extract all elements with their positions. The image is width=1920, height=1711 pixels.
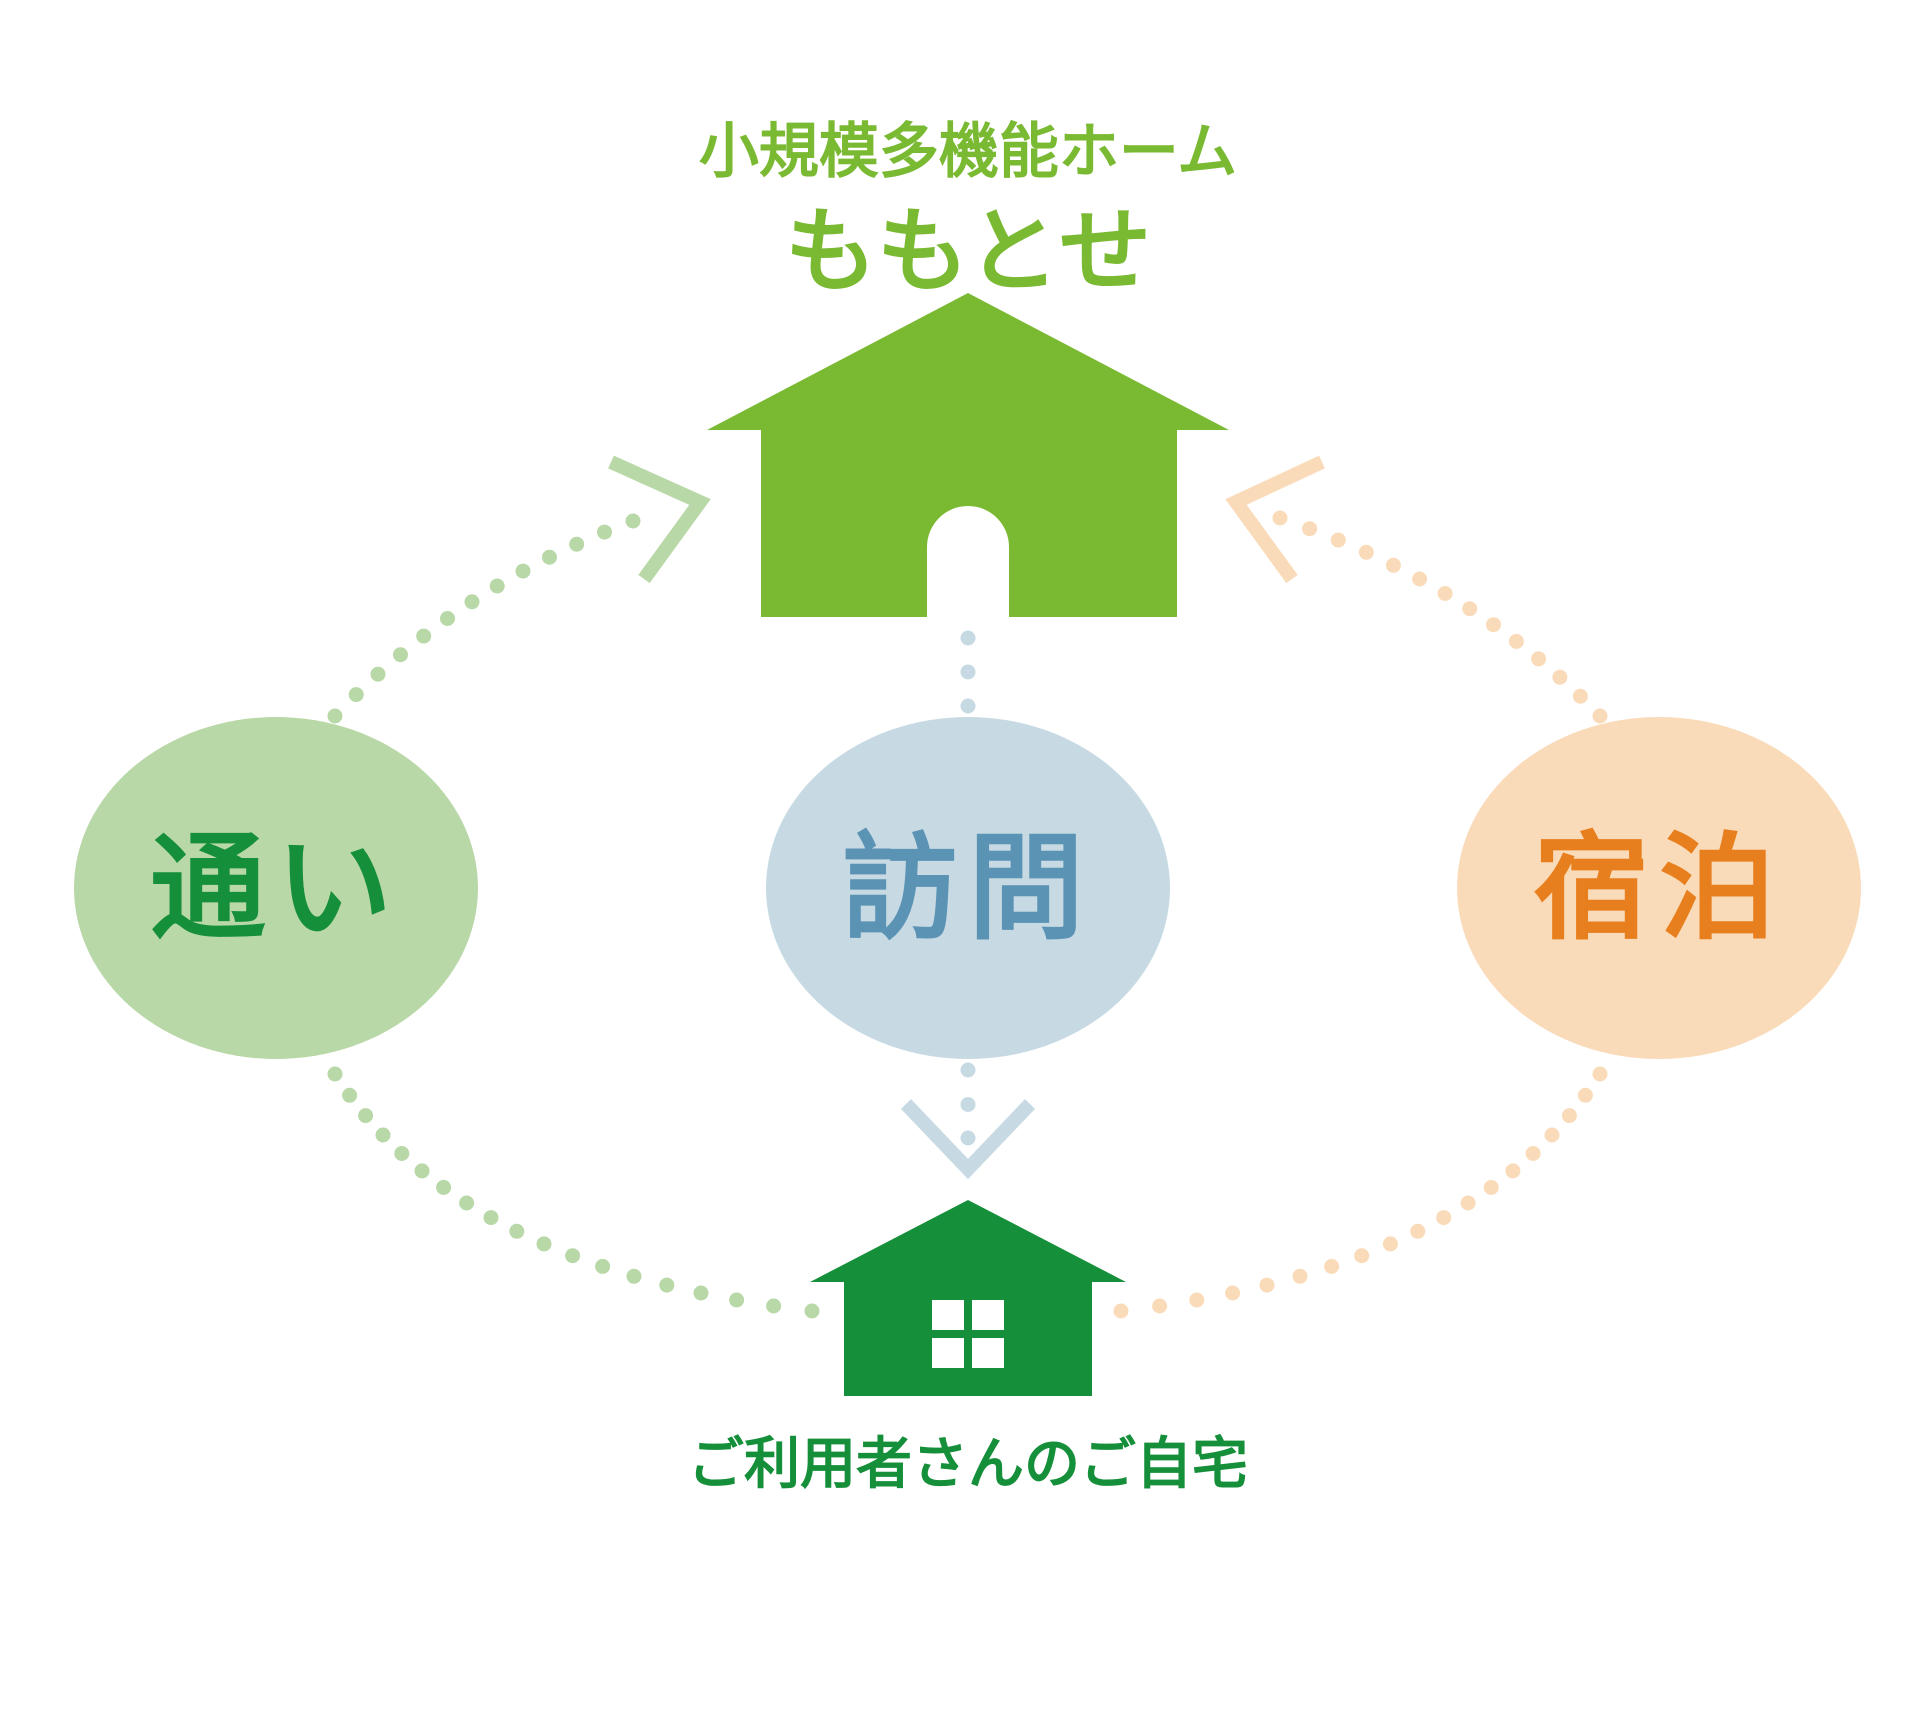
facility-house-icon xyxy=(707,293,1229,617)
arrow-down-to-home-icon xyxy=(900,1099,1036,1180)
connector-dot-houmon-up xyxy=(960,664,976,680)
connector-dot-shukuhaku-down xyxy=(1592,1066,1608,1082)
connector-dot-houmon-down xyxy=(960,1097,976,1112)
connector-dot-shukuhaku-up xyxy=(1412,571,1428,587)
facility-name: ももとせ xyxy=(785,198,1151,305)
connector-dot-shukuhaku-up xyxy=(1486,617,1501,633)
connector-dot-tsuui-down xyxy=(766,1298,782,1314)
connector-dot-tsuui-down xyxy=(729,1292,745,1308)
connector-dot-tsuui-up xyxy=(489,578,505,594)
connector-dot-shukuhaku-down xyxy=(1259,1277,1275,1293)
connector-dot-shukuhaku-down xyxy=(1410,1223,1426,1239)
service-tsuui: 通い xyxy=(74,717,478,1059)
connector-dot-tsuui-down xyxy=(804,1303,820,1319)
connector-dot-shukuhaku-down xyxy=(1324,1258,1340,1274)
connector-dot-shukuhaku-down xyxy=(1505,1163,1521,1179)
connector-dot-tsuui-up xyxy=(464,594,480,610)
connector-dot-houmon-up xyxy=(960,630,976,646)
connector-dot-shukuhaku-down xyxy=(1382,1236,1398,1252)
connector-dot-shukuhaku-down xyxy=(1436,1210,1452,1226)
connector-dot-shukuhaku-up xyxy=(1385,557,1401,573)
connector-dot-shukuhaku-up xyxy=(1531,651,1547,667)
connector-dot-shukuhaku-up xyxy=(1462,601,1478,617)
connector-dot-shukuhaku-up xyxy=(1592,708,1608,724)
connector-dot-tsuui-down xyxy=(483,1210,499,1226)
service-houmon: 訪問 xyxy=(766,717,1170,1059)
service-tsuui-label: 通い xyxy=(150,821,402,956)
connector-dot-tsuui-up xyxy=(370,666,386,682)
service-shukuhaku: 宿泊 xyxy=(1457,717,1861,1059)
connector-dot-tsuui-up xyxy=(597,524,612,540)
connector-dot-tsuui-down xyxy=(375,1127,391,1143)
connector-dot-tsuui-up xyxy=(393,647,408,663)
connector-dot-tsuui-down xyxy=(509,1223,525,1239)
user-home-icon xyxy=(810,1200,1126,1396)
connector-dot-shukuhaku-up xyxy=(1552,669,1568,685)
dotted-connectors xyxy=(327,510,1608,1319)
user-home-label: ご利用者さんのご自宅 xyxy=(688,1432,1248,1497)
connector-dot-tsuui-down xyxy=(565,1248,581,1264)
connector-dot-shukuhaku-down xyxy=(1460,1195,1476,1211)
connector-dot-tsuui-down xyxy=(327,1066,343,1082)
arrow-right-to-facility-icon xyxy=(1225,455,1325,584)
window-icon xyxy=(932,1300,1004,1368)
connector-dot-tsuui-down xyxy=(342,1087,358,1103)
connector-dot-shukuhaku-down xyxy=(1577,1087,1593,1103)
arrow-left-to-facility-icon xyxy=(608,455,711,584)
connector-dot-tsuui-up xyxy=(348,687,364,703)
connector-dot-tsuui-down xyxy=(414,1163,430,1179)
connector-dot-shukuhaku-up xyxy=(1508,633,1524,649)
connector-dot-shukuhaku-up xyxy=(1272,510,1288,526)
connector-dot-shukuhaku-down xyxy=(1525,1146,1541,1161)
connector-dot-tsuui-down xyxy=(436,1179,452,1195)
service-shukuhaku-label: 宿泊 xyxy=(1533,821,1785,956)
connector-dot-tsuui-down xyxy=(394,1146,410,1161)
connector-dot-shukuhaku-up xyxy=(1302,521,1318,537)
connector-dot-tsuui-up xyxy=(542,549,557,565)
service-houmon-label: 訪問 xyxy=(842,821,1094,956)
connector-dot-shukuhaku-up xyxy=(1437,586,1453,601)
connector-dot-tsuui-up xyxy=(569,536,585,552)
connector-dot-shukuhaku-down xyxy=(1225,1285,1241,1301)
connector-dot-tsuui-up xyxy=(625,513,641,529)
connector-dot-tsuui-down xyxy=(693,1285,709,1301)
connector-dot-tsuui-down xyxy=(659,1277,675,1293)
connector-dot-houmon-down xyxy=(960,1062,976,1078)
facility-subtitle: 小規模多機能ホーム xyxy=(699,117,1237,187)
connector-dot-shukuhaku-down xyxy=(1113,1303,1129,1319)
connector-dot-shukuhaku-down xyxy=(1561,1108,1577,1124)
connector-dot-shukuhaku-up xyxy=(1572,688,1588,704)
connector-dot-shukuhaku-up xyxy=(1330,532,1346,548)
connector-dot-shukuhaku-down xyxy=(1483,1179,1499,1195)
connector-dot-tsuui-up xyxy=(515,563,531,579)
connector-dot-tsuui-down xyxy=(459,1195,475,1211)
connector-dot-shukuhaku-down xyxy=(1152,1298,1168,1314)
connector-dot-shukuhaku-down xyxy=(1544,1127,1560,1143)
connector-dot-tsuui-down xyxy=(595,1258,611,1274)
connector-dot-shukuhaku-up xyxy=(1358,544,1374,560)
connector-dot-tsuui-down xyxy=(626,1268,642,1284)
connector-dot-tsuui-down xyxy=(358,1108,374,1124)
connector-dot-tsuui-up xyxy=(327,708,343,724)
connector-dot-shukuhaku-down xyxy=(1292,1268,1308,1284)
connector-dot-tsuui-up xyxy=(440,611,455,626)
connector-dot-houmon-up xyxy=(960,698,976,714)
connector-dot-tsuui-up xyxy=(416,628,432,644)
connector-dot-shukuhaku-down xyxy=(1354,1248,1370,1264)
connector-dot-houmon-down xyxy=(960,1130,976,1146)
connector-dot-shukuhaku-down xyxy=(1189,1292,1205,1308)
connector-dot-tsuui-down xyxy=(536,1236,552,1252)
